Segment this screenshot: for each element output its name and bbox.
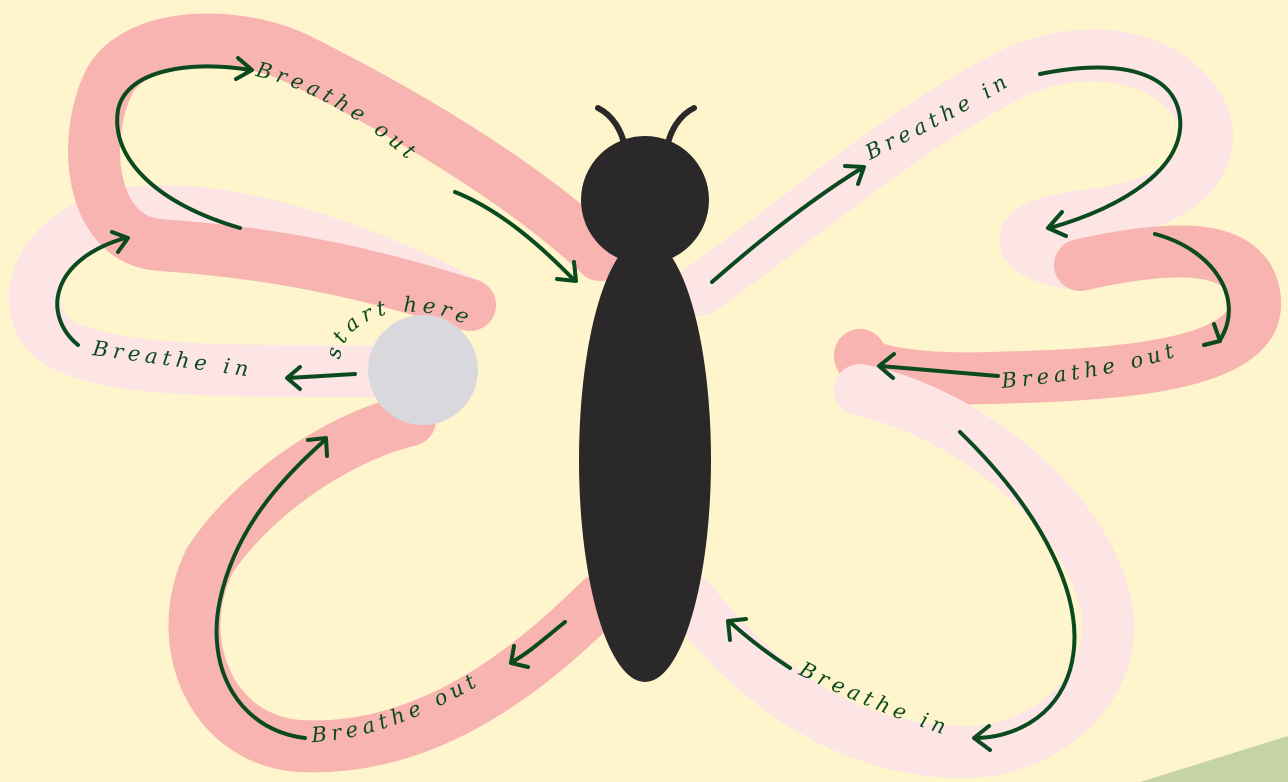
butterfly-body (579, 108, 711, 682)
track-exhale-left-top (94, 40, 600, 305)
track-exhale-right (860, 251, 1255, 378)
butterfly-abdomen (579, 238, 711, 682)
track-inhale-right-bottom (690, 390, 1108, 752)
start-dot[interactable] (368, 315, 478, 425)
label-right-in-top: Breathe in (861, 67, 1016, 165)
track-exhale-left-bottom (194, 420, 600, 746)
corner-accent-shape (1140, 736, 1288, 782)
